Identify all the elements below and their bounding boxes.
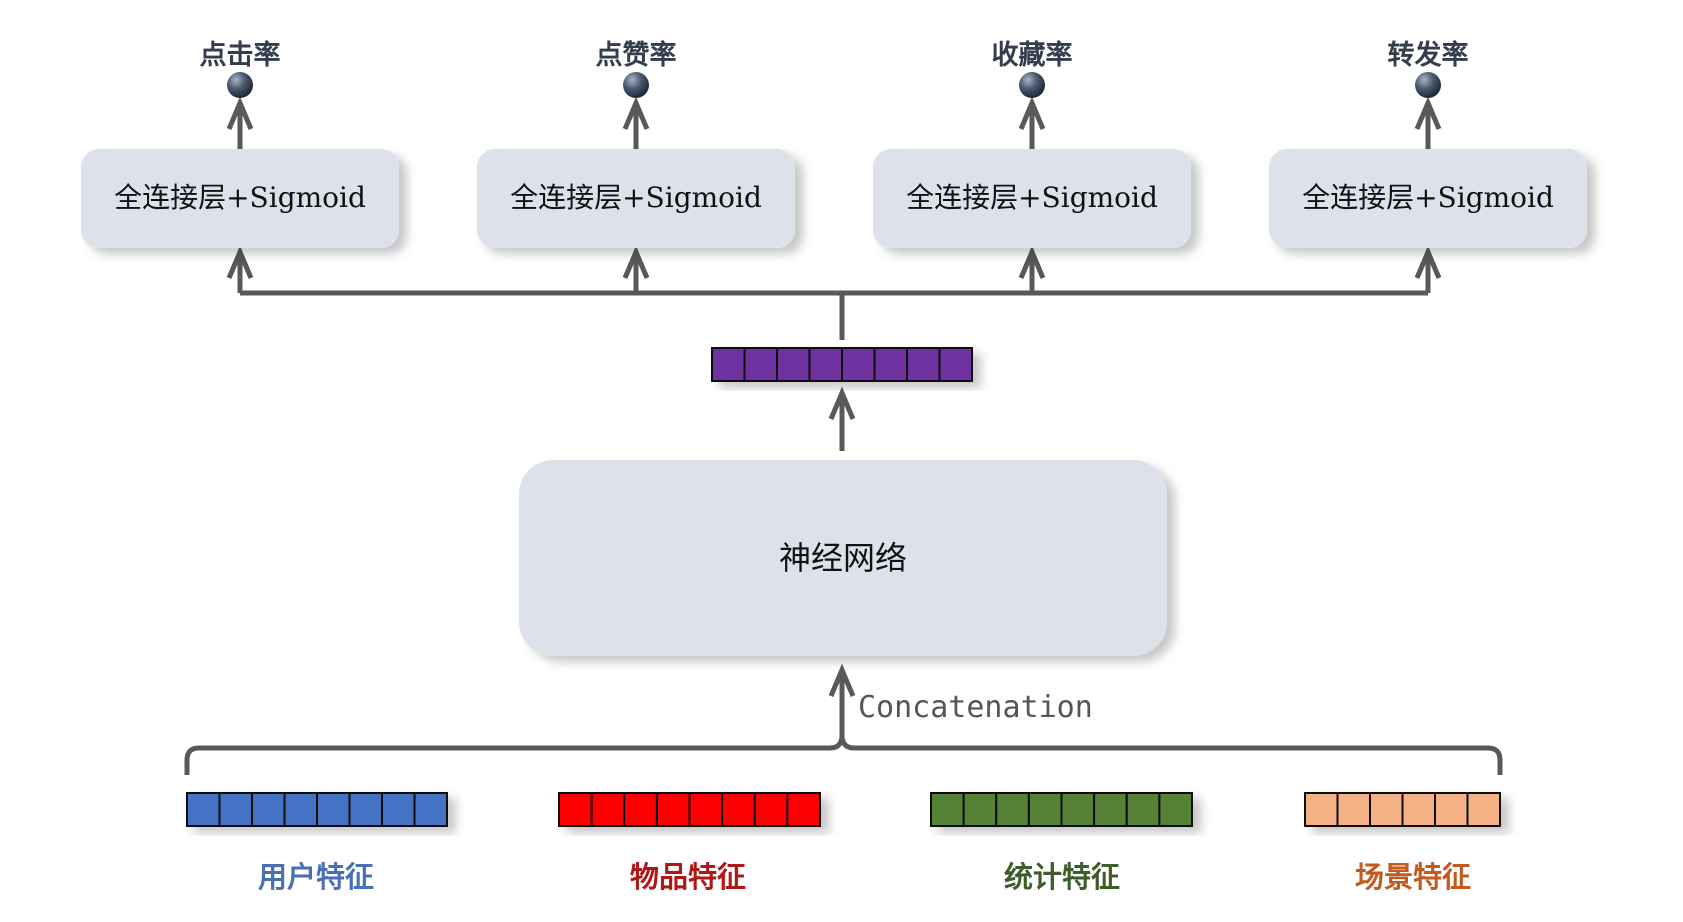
fc-sigmoid-box [477,149,795,248]
vector-cell [413,792,448,827]
vector-cell [1336,792,1371,827]
feature-group: 统计特征 [930,792,1193,894]
vector-cell [348,792,383,827]
vector-cell [995,792,1030,827]
vector-cell [930,792,965,827]
arrow-head [1018,96,1046,130]
vector-cell [655,792,691,827]
vector-cell [251,792,286,827]
fc-sigmoid-label: 全连接层+Sigmoid [510,181,762,214]
vector-cell [962,792,998,827]
vector-cell [1466,792,1501,827]
output-label: 收藏率 [992,39,1073,71]
fc-sigmoid-label: 全连接层+Sigmoid [906,181,1158,214]
neural-network-box: 神经网络 [519,460,1167,656]
task-tower: 全连接层+Sigmoid 转发率 [1269,39,1587,248]
vector-cell [186,792,221,827]
feature-label: 统计特征 [1004,860,1120,894]
feature-vector [1304,792,1501,827]
output-label: 点击率 [200,39,281,71]
arrow-head [1414,96,1442,130]
task-tower: 全连接层+Sigmoid 收藏率 [873,39,1191,248]
feature-group: 用户特征 [186,792,448,894]
arrow-head [828,386,856,420]
feature-label: 用户特征 [258,860,374,894]
vector-cell [218,792,253,827]
feature-label: 物品特征 [630,860,746,894]
vector-cell [1434,792,1469,827]
connector-lines [184,96,1503,775]
arrow-head [1018,245,1046,279]
vector-cell [558,792,593,827]
task-tower: 全连接层+Sigmoid 点赞率 [477,39,795,248]
neural-network-label: 神经网络 [779,539,907,577]
output-node-icon [1019,72,1045,98]
vector-cell [283,792,318,827]
arrow-head [226,245,254,279]
feature-vector [558,792,821,827]
feature-vector [930,792,1193,827]
arrow-head [622,245,650,279]
arrow-head [226,96,254,130]
concat-brace [184,734,1503,775]
output-node-icon [227,72,253,98]
vector-cell [1060,792,1096,827]
fc-sigmoid-box [1269,149,1587,248]
task-towers: 全连接层+Sigmoid点击率全连接层+Sigmoid点赞率全连接层+Sigmo… [81,39,1587,248]
arrow-head [622,96,650,130]
vector-cell [906,347,941,382]
vector-cell [721,792,756,827]
feature-group: 场景特征 [1304,792,1501,894]
vector-cell [808,347,843,382]
vector-cell [841,347,876,382]
fc-sigmoid-box [81,149,399,248]
vector-cell [1158,792,1193,827]
vector-cell [316,792,351,827]
vector-cell [873,347,908,382]
vector-cell [1369,792,1404,827]
vector-cell [786,792,821,827]
vector-cell [590,792,626,827]
vector-cell [1304,792,1339,827]
vector-cell [623,792,658,827]
arrow-head [1414,245,1442,279]
task-tower: 全连接层+Sigmoid 点击率 [81,39,399,248]
feature-vector [186,792,448,827]
vector-cell [938,347,973,382]
vector-cell [381,792,416,827]
fc-sigmoid-box [873,149,1191,248]
vector-cell [688,792,724,827]
output-node-icon [1415,72,1441,98]
feature-group: 物品特征 [558,792,821,894]
shared-vector [711,347,973,382]
feature-vectors: 用户特征 物品特征 统计特征 场景特征 [186,792,1501,894]
vector-cell [743,347,778,382]
output-label: 点赞率 [596,39,677,71]
vector-cell [1093,792,1128,827]
output-label: 转发率 [1388,39,1469,71]
vector-cell [1401,792,1436,827]
vector-cell [776,347,811,382]
vector-cell [1027,792,1063,827]
fc-sigmoid-label: 全连接层+Sigmoid [114,181,366,214]
arrow-head [828,663,856,697]
vector-cell [1125,792,1161,827]
vector-cell [711,347,746,382]
fc-sigmoid-label: 全连接层+Sigmoid [1302,181,1554,214]
concatenation-label: Concatenation [858,690,1093,725]
vector-cell [753,792,789,827]
feature-label: 场景特征 [1355,860,1471,894]
output-node-icon [623,72,649,98]
